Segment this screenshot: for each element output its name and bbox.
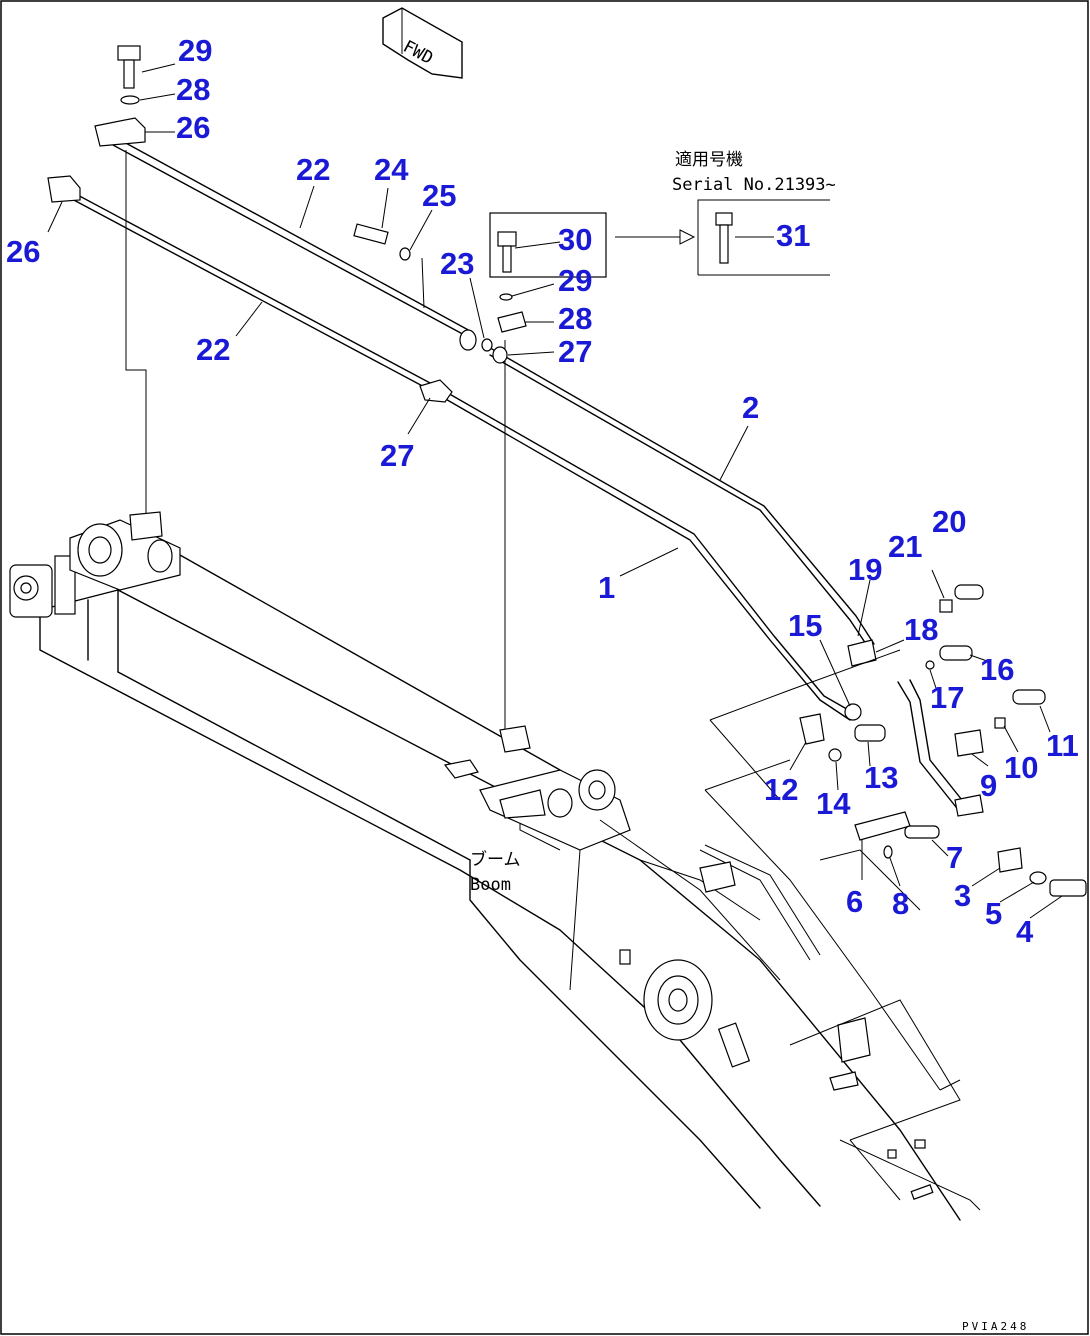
callout-29: 28	[176, 72, 210, 107]
callout-22: 22	[296, 152, 330, 187]
callout-19: 19	[848, 552, 882, 587]
callout-30: 30	[558, 222, 592, 257]
callout-26: 26	[176, 110, 210, 145]
callout-13: 13	[864, 760, 898, 795]
callout-24: 24	[374, 152, 409, 187]
callout-3: 3	[954, 878, 971, 913]
callout-21: 21	[888, 529, 922, 564]
callout-25: 25	[422, 178, 456, 213]
leader-lines	[47, 63, 1063, 919]
callout-30: 29	[178, 33, 212, 68]
drawing-code: PVIA248	[962, 1320, 1029, 1333]
callout-14: 14	[816, 786, 851, 821]
serial-label: Serial No.21393~	[672, 175, 836, 195]
callout-10: 10	[1004, 750, 1038, 785]
callout-4: 4	[1016, 914, 1034, 949]
callout-6: 6	[846, 884, 863, 919]
callout-31: 31	[776, 218, 810, 253]
callout-28: 28	[558, 301, 592, 336]
callout-11: 11	[1046, 728, 1079, 763]
parts-bolts-clamps	[47, 45, 1087, 1091]
callout-8: 8	[892, 886, 909, 921]
callout-1: 1	[598, 570, 615, 605]
callout-27: 27	[380, 438, 414, 473]
callout-17: 17	[930, 680, 964, 715]
fwd-arrow-icon: FWD	[382, 7, 463, 79]
callout-27: 27	[558, 334, 592, 369]
applicable-label: 適用号機	[675, 150, 743, 170]
boom-label-jp: ブーム	[470, 849, 521, 870]
callout-numbers: 29 28 26 26 22 22 24 25 23 27 30 29 28 2…	[6, 33, 1079, 949]
boom-label: Boom	[470, 875, 511, 895]
serial-note: 適用号機 Serial No.21393~	[489, 150, 836, 278]
callout-9: 9	[980, 768, 997, 803]
callout-5: 5	[985, 896, 1002, 931]
callout-29: 29	[558, 263, 592, 298]
hose-routing	[54, 129, 971, 981]
callout-2: 2	[742, 390, 759, 425]
callout-26: 26	[6, 234, 40, 269]
detail-panels	[704, 649, 981, 1211]
callout-12: 12	[764, 772, 798, 807]
callout-20: 20	[932, 504, 966, 539]
callout-16: 16	[980, 652, 1014, 687]
callout-22: 22	[196, 332, 230, 367]
callout-7: 7	[946, 840, 963, 875]
callout-23: 23	[440, 246, 474, 281]
callout-18: 18	[904, 612, 938, 647]
callout-15: 15	[788, 608, 822, 643]
boom-body	[9, 519, 961, 1221]
